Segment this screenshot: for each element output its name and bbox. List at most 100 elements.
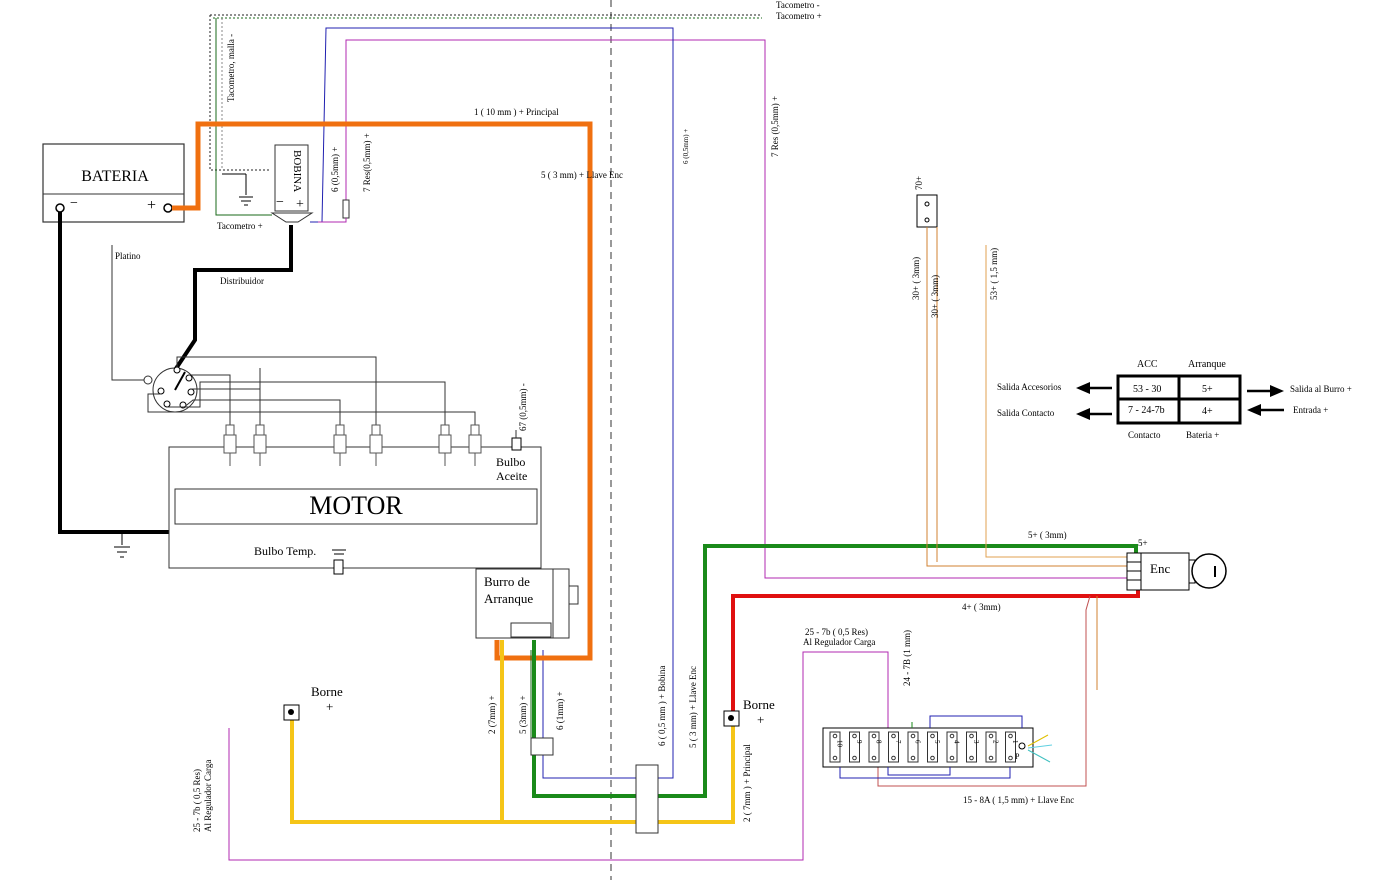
label-w6-mid: 6 (0,5mm) + xyxy=(682,129,690,164)
fuse-slot xyxy=(829,731,841,763)
fuse-slot xyxy=(927,731,938,763)
label-w5-3mm-v: 5 (3mm) + xyxy=(518,695,528,734)
fuse-slot xyxy=(849,731,860,763)
borne-left-label: Borne xyxy=(311,684,343,699)
switch-cell-1-1: 53 - 30 xyxy=(1133,384,1161,395)
label-w4-3mm: 4+ ( 3mm) xyxy=(962,602,1001,612)
battery-title: BATERIA xyxy=(81,168,149,185)
starter-motor: Burro de Arranque xyxy=(475,568,579,639)
label-w2-principal: 2 ( 7mm ) + Principal xyxy=(742,744,752,822)
fuse-number: 6 xyxy=(914,740,922,744)
fuse-contact xyxy=(930,755,935,761)
ignition-feed-wires xyxy=(877,227,1130,787)
label-w67: 67 (0,5mm) - xyxy=(518,383,528,431)
label-w7-right: 7 Res (0,5mm) + xyxy=(770,96,780,157)
starter-label-1: Burro de xyxy=(484,574,530,589)
label-w15: 15 - 8A ( 1,5 mm) + Llave Enc xyxy=(963,795,1074,805)
borne-right-label: Borne xyxy=(743,697,775,712)
label-tacometro-neg: Tacometro - xyxy=(776,0,820,10)
spark-plug xyxy=(438,424,452,466)
fuse-contact xyxy=(891,755,896,761)
label-w2-7mm: 2 (7mm) + xyxy=(487,695,497,734)
fuse-contact xyxy=(910,755,916,761)
fuse-contact xyxy=(969,733,974,739)
fuse-contact xyxy=(852,733,857,739)
connector-block-left xyxy=(530,737,554,756)
label-w5-3mm: 5+ ( 3mm) xyxy=(1028,530,1067,540)
label-w6-coil: 6 (0,5mm) + xyxy=(330,147,340,192)
distributor xyxy=(143,366,198,413)
tachometer-wires xyxy=(209,14,762,216)
wire-7-res xyxy=(345,39,1130,579)
battery-neg-symbol: − xyxy=(70,196,78,211)
label-tacometro-malla: Tacometro, malla - xyxy=(226,34,236,102)
fuse-contact xyxy=(1008,755,1013,761)
wire-platino xyxy=(111,245,150,381)
label-w6-bobina: 6 ( 0,5 mm ) + Bobina xyxy=(657,666,667,746)
fuse-slot xyxy=(888,731,899,763)
battery-pos-symbol: + xyxy=(147,197,156,214)
out-contacto-label: Salida Contacto xyxy=(997,408,1055,418)
fuse-slot xyxy=(1005,731,1016,763)
label-w5-llave-v: 5 ( 3 mm) + Llave Enc xyxy=(688,666,698,748)
fuse-number: 2 xyxy=(992,740,1000,744)
fuse-contact xyxy=(988,733,994,739)
fuse-number: 3 xyxy=(972,740,980,744)
fuse-number: 4 xyxy=(953,740,961,744)
fuse-contact xyxy=(930,733,935,739)
battery-pos-terminal xyxy=(163,203,173,213)
coil-ground xyxy=(222,173,253,206)
wire-4-red xyxy=(731,580,1140,712)
fuse-number: 8 xyxy=(875,740,883,744)
label-w7-coil: 7 Res(0,5mm) + xyxy=(362,133,372,192)
yellow-wires xyxy=(290,640,735,824)
borne-right-sign: + xyxy=(757,712,764,727)
wire-25-left xyxy=(228,651,889,861)
wire-1-principal xyxy=(172,121,593,661)
switch-cell-1-2: 5+ xyxy=(1202,384,1213,395)
fuse-contact xyxy=(969,755,974,761)
out-accesorios-label: Salida Accesorios xyxy=(997,382,1062,392)
oil-bulb-label-2: Aceite xyxy=(496,469,527,483)
borne-left-sign: + xyxy=(326,699,333,714)
fuse-contact xyxy=(891,733,896,739)
spark-plug xyxy=(468,424,482,466)
label-w6-1mm: 6 (1mm) + xyxy=(555,691,565,730)
wire-distribuidor xyxy=(173,225,293,372)
in-entrada-label: Entrada + xyxy=(1293,405,1328,415)
out-burro-label: Salida al Burro + xyxy=(1290,384,1352,394)
fuse-slot xyxy=(985,731,997,763)
fuse-contact xyxy=(832,733,838,739)
fuse-slot xyxy=(966,731,977,763)
switch-footer-right: Bateria + xyxy=(1186,430,1219,440)
spark-plug xyxy=(253,424,267,466)
label-terminal-70: 70+ xyxy=(914,176,924,190)
temp-bulb-sensor xyxy=(332,549,346,575)
switch-table xyxy=(1116,374,1242,425)
wire-ground xyxy=(58,212,170,534)
fuse-contact xyxy=(949,733,955,739)
starter-label-2: Arranque xyxy=(484,591,533,606)
ignition-switch: Enc xyxy=(1126,552,1227,591)
label-w25-left-1: 25 - 7b ( 0,5 Res) xyxy=(192,769,202,832)
temp-bulb-label: Bulbo Temp. xyxy=(254,544,316,558)
motor: MOTOR xyxy=(168,446,542,569)
spark-plugs xyxy=(223,424,482,466)
wire-5-green xyxy=(532,544,1138,798)
label-tacometro-plus: Tacometro + xyxy=(217,221,263,231)
spark-plug xyxy=(223,424,237,466)
switch-cell-2-1: 7 - 24-7b xyxy=(1128,405,1165,416)
fuse-slot xyxy=(907,731,919,763)
label-distribuidor: Distribuidor xyxy=(220,276,264,286)
label-w25-right-1: 25 - 7b ( 0,5 Res) xyxy=(805,627,868,637)
label-w1-principal: 1 ( 10 mm ) + Principal xyxy=(474,107,559,117)
label-tacometro-pos: Tacometro + xyxy=(776,11,822,21)
spark-plug xyxy=(333,424,347,466)
coil-title: BOBINA xyxy=(291,150,303,192)
label-w5-llave: 5 ( 3 mm) + Llave Enc xyxy=(541,170,623,180)
fuse-contact xyxy=(988,755,994,761)
fuse-contact xyxy=(871,755,877,761)
label-w30b: 30+ ( 3mm) xyxy=(930,275,940,318)
